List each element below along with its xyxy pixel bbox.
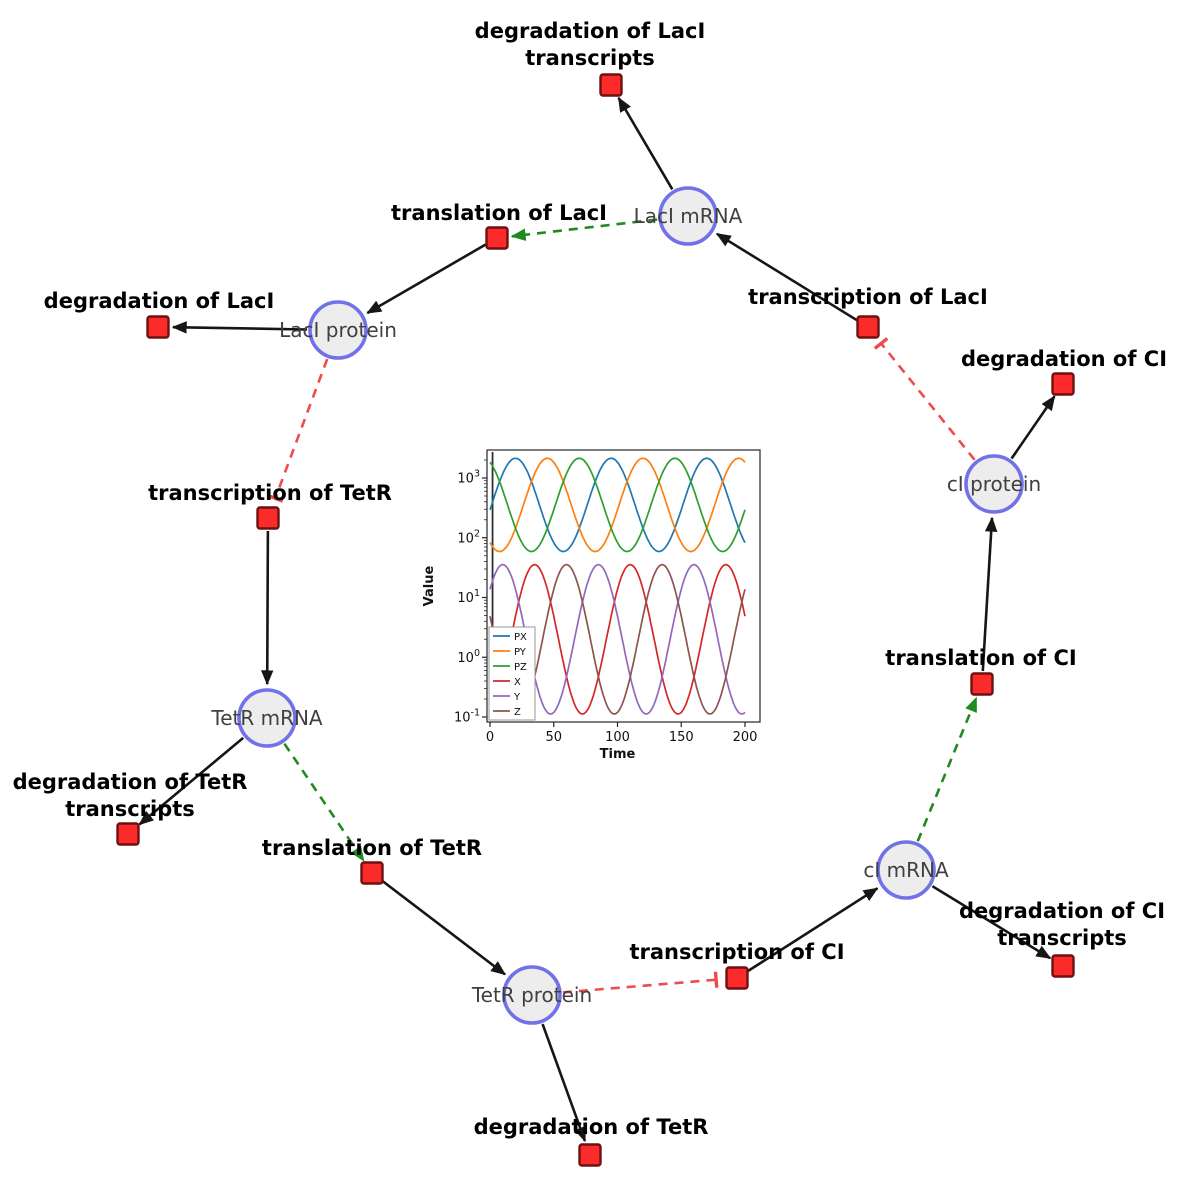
reaction-label-translation-ci: translation of CI xyxy=(885,646,1076,670)
species-node-tetr-protein[interactable] xyxy=(502,965,562,1025)
species-label-laci-protein: LacI protein xyxy=(279,318,397,342)
y-tick-label: 103 xyxy=(457,469,480,487)
reaction-node-deg-laci-transcripts[interactable] xyxy=(599,73,623,97)
reaction-node-deg-tetr-transcripts[interactable] xyxy=(116,822,140,846)
edge-production-transcription-laci-to-laci-mrna xyxy=(715,232,858,322)
reaction-node-transcription-laci[interactable] xyxy=(856,315,880,339)
edge-modifier-tetr-mrna-to-translation-tetr xyxy=(283,742,365,862)
reaction-node-translation-laci[interactable] xyxy=(485,226,509,250)
chart-series-PY xyxy=(489,457,746,553)
legend-label-X: X xyxy=(514,677,521,688)
chart-legend: PX PY PZ XYZ xyxy=(488,626,536,721)
edge-consumption-tetr-mrna-to-deg-tetr-transcripts xyxy=(138,736,245,826)
chart-series-PX xyxy=(489,457,746,553)
x-tick-label: 0 xyxy=(486,730,494,745)
reaction-label-deg-ci: degradation of CI xyxy=(961,347,1167,371)
x-tick-label: 150 xyxy=(669,730,694,745)
reactions-layer: degradation of LacI transcripts translatio… xyxy=(13,19,1167,1167)
species-node-ci-mrna[interactable] xyxy=(876,840,936,900)
edge-consumption-laci-protein-to-deg-laci xyxy=(171,321,308,334)
reaction-label-deg-tetr-transcripts: transcripts xyxy=(65,797,195,821)
reaction-label-deg-laci: degradation of LacI xyxy=(44,289,275,313)
reaction-node-transcription-ci[interactable] xyxy=(725,966,749,990)
species-label-tetr-mrna: TetR mRNA xyxy=(210,706,323,730)
edge-consumption-tetr-protein-to-deg-tetr xyxy=(541,1023,587,1143)
reaction-label-transcription-ci: transcription of CI xyxy=(629,940,844,964)
edge-inhibition-ci-protein-to-transcription-laci xyxy=(873,337,976,461)
species-node-laci-protein[interactable] xyxy=(308,300,368,360)
edge-modifier-ci-mrna-to-translation-ci xyxy=(916,696,978,842)
edge-consumption-ci-mrna-to-deg-ci-transcripts xyxy=(931,885,1052,960)
reaction-label-transcription-laci: transcription of LacI xyxy=(748,285,988,309)
reaction-label-deg-ci-transcripts: degradation of CI xyxy=(959,899,1165,923)
x-tick-label: 200 xyxy=(733,730,758,745)
edge-modifier-laci-mrna-to-translation-laci xyxy=(510,218,658,241)
y-tick-label: 102 xyxy=(457,528,480,546)
x-tick-label: 50 xyxy=(545,730,562,745)
reaction-label-deg-tetr: degradation of TetR xyxy=(474,1115,709,1139)
reaction-node-translation-tetr[interactable] xyxy=(360,861,384,885)
chart-series-X xyxy=(489,563,746,715)
reaction-node-translation-ci[interactable] xyxy=(970,672,994,696)
species-node-tetr-mrna[interactable] xyxy=(237,688,297,748)
reaction-label-deg-ci-transcripts: transcripts xyxy=(997,926,1127,950)
legend-label-Y: Y xyxy=(513,692,521,703)
reaction-node-deg-ci-transcripts[interactable] xyxy=(1051,954,1075,978)
species-label-tetr-protein: TetR protein xyxy=(471,983,592,1007)
legend-label-Z: Z xyxy=(514,707,521,718)
y-tick-label: 10-1 xyxy=(454,708,480,726)
species-label-ci-mrna: cI mRNA xyxy=(863,858,949,882)
x-tick-label: 100 xyxy=(605,730,630,745)
reaction-label-translation-tetr: translation of TetR xyxy=(262,836,482,860)
reaction-label-deg-laci-transcripts: degradation of LacI xyxy=(475,19,706,43)
y-tick-label: 101 xyxy=(457,588,480,606)
edge-inhibition-laci-protein-to-transcription-tetr xyxy=(267,358,329,503)
reaction-label-transcription-tetr: transcription of TetR xyxy=(148,481,392,505)
chart-series-PZ xyxy=(489,457,746,553)
edge-consumption-ci-protein-to-deg-ci xyxy=(1010,395,1056,460)
legend-label-PY: PY xyxy=(514,647,527,658)
species-label-laci-mrna: LacI mRNA xyxy=(634,204,743,228)
reaction-label-deg-laci-transcripts: transcripts xyxy=(525,46,655,70)
reaction-label-deg-tetr-transcripts: degradation of TetR xyxy=(13,770,248,794)
edge-production-translation-laci-to-laci-protein xyxy=(366,243,487,315)
reaction-node-transcription-tetr[interactable] xyxy=(256,506,280,530)
edge-production-translation-ci-to-ci-protein xyxy=(981,516,998,672)
legend-box xyxy=(488,626,536,721)
edge-production-transcription-tetr-to-tetr-mrna xyxy=(261,530,274,686)
legend-label-PX: PX xyxy=(514,632,527,643)
species-label-ci-protein: cI protein xyxy=(947,472,1041,496)
legend-label-PZ: PZ xyxy=(514,662,527,673)
x-axis-label: Time xyxy=(600,747,636,762)
species-node-ci-protein[interactable] xyxy=(964,454,1024,514)
species-node-laci-mrna[interactable] xyxy=(658,186,718,246)
y-tick-label: 100 xyxy=(457,648,480,666)
reaction-label-translation-laci: translation of LacI xyxy=(391,201,607,225)
edge-inhibition-tetr-protein-to-transcription-ci xyxy=(562,971,719,994)
edge-production-translation-tetr-to-tetr-protein xyxy=(381,879,506,976)
reaction-node-deg-laci[interactable] xyxy=(146,315,170,339)
reaction-node-deg-ci[interactable] xyxy=(1051,372,1075,396)
edges-layer xyxy=(138,96,1056,1143)
edge-production-transcription-ci-to-ci-mrna xyxy=(747,887,879,973)
edge-consumption-laci-mrna-to-deg-laci-transcripts xyxy=(617,96,674,190)
y-axis-label: Value xyxy=(422,565,437,606)
reaction-node-deg-tetr[interactable] xyxy=(578,1143,602,1167)
